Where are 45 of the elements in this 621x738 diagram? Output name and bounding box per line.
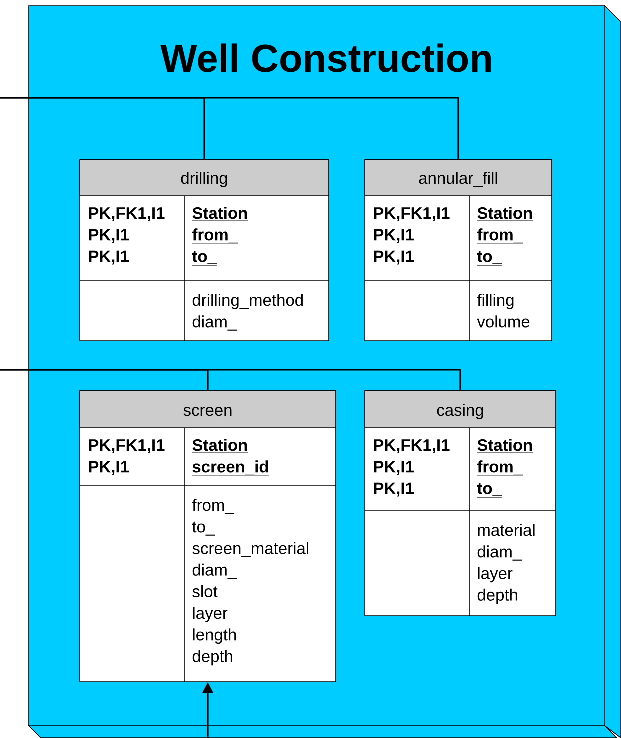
column-name: drilling_method [192,294,303,310]
key-label: PK,FK1,I1 [89,440,165,454]
column-name: slot [192,585,218,598]
connector-line [0,97,460,160]
key-column-name: from_ [477,460,524,476]
key-column-name: from_ [192,228,238,244]
key-label: PK,I1 [374,250,414,265]
column-name: depth [478,588,518,604]
key-column-name: Station [477,439,534,453]
connector-line [0,369,462,391]
key-column-name: to_ [477,251,502,266]
key-column-name: screen_id [192,460,270,476]
key-column-name: Station [192,439,248,453]
key-label: PK,FK1,I1 [374,208,450,222]
table-name: annular_fill [419,172,498,188]
column-name: diam_ [192,316,238,331]
column-name: length [193,628,236,644]
column-name: diam_ [192,564,238,580]
column-name: from_ [192,499,235,514]
table-name: drilling [181,172,228,188]
column-name: depth [192,650,232,666]
column-name: diam_ [478,546,522,561]
column-name: screen_material [192,542,308,558]
table-name: screen [184,407,232,416]
column-name: material [478,524,535,536]
key-column-name: to_ [192,251,218,266]
key-column-name: to_ [477,483,502,498]
column-name: filling [477,294,514,310]
column-name: to_ [192,522,216,536]
key-label: PK,I1 [374,461,414,476]
key-label: PK,FK1,I1 [89,208,165,222]
key-label: PK,I1 [89,229,129,244]
key-column-name: Station [477,207,534,221]
column-name: layer [478,567,513,583]
column-name: layer [193,607,228,622]
key-label: PK,I1 [374,229,414,244]
key-column-name: from_ [477,228,524,244]
column-name: volume [477,316,530,328]
key-label: PK,FK1,I1 [374,440,450,454]
table-name: casing [437,404,484,420]
key-label: PK,I1 [89,461,129,476]
key-label: PK,I1 [89,250,129,265]
package-title: Well Construction [160,44,492,72]
key-label: PK,I1 [374,482,414,497]
key-column-name: Station [192,207,248,221]
